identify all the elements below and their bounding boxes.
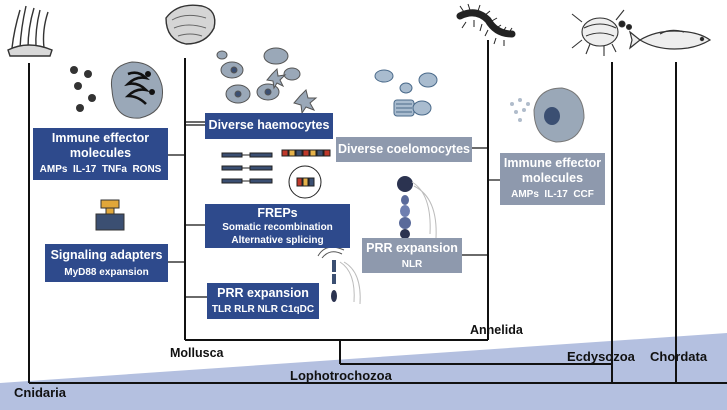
prr-expansion-mollusca-box: PRR expansion TLR RLR NLR C1qDC — [207, 283, 319, 319]
prr-expansion-annelida-box: PRR expansion NLR — [362, 238, 462, 273]
coelomocytes-box: Diverse coelomocytes — [336, 137, 472, 162]
adapter-icon — [95, 199, 125, 231]
fish-icon — [628, 29, 712, 50]
immune-effector-box-right: Immune effector molecules AMPs IL-17 CCF — [500, 153, 605, 205]
taxon-lophotrochozoa: Lophotrochozoa — [290, 368, 392, 383]
effector-cell-icon — [70, 61, 164, 119]
crustacean-icon — [571, 9, 633, 56]
taxon-mollusca: Mollusca — [170, 346, 224, 360]
taxon-cnidaria: Cnidaria — [14, 385, 67, 400]
taxon-chordata: Chordata — [650, 349, 708, 364]
taxon-ecdysozoa: Ecdysozoa — [567, 349, 635, 364]
haemocytes-box: Diverse haemocytes — [205, 113, 333, 139]
freps-box: FREPs Somatic recombination Alternative … — [205, 204, 350, 248]
signaling-adapters-box: Signaling adapters MyD88 expansion — [45, 244, 168, 282]
tlr-icon — [317, 246, 361, 305]
receptor-icon — [397, 176, 437, 239]
taxon-annelida: Annelida — [470, 323, 523, 337]
coral-icon — [7, 5, 53, 57]
oyster-icon — [165, 4, 216, 45]
gene-structure-icon — [221, 149, 331, 199]
effector-cell-right-icon — [510, 87, 585, 143]
ground-band — [0, 333, 727, 410]
centipede-icon — [456, 3, 516, 46]
coelomocyte-cells-icon — [374, 69, 438, 117]
tree-branches — [28, 40, 727, 384]
immune-effector-box-left: Immune effector molecules AMPs IL-17 TNF… — [33, 128, 168, 180]
haemocyte-cells-icon — [216, 47, 318, 115]
